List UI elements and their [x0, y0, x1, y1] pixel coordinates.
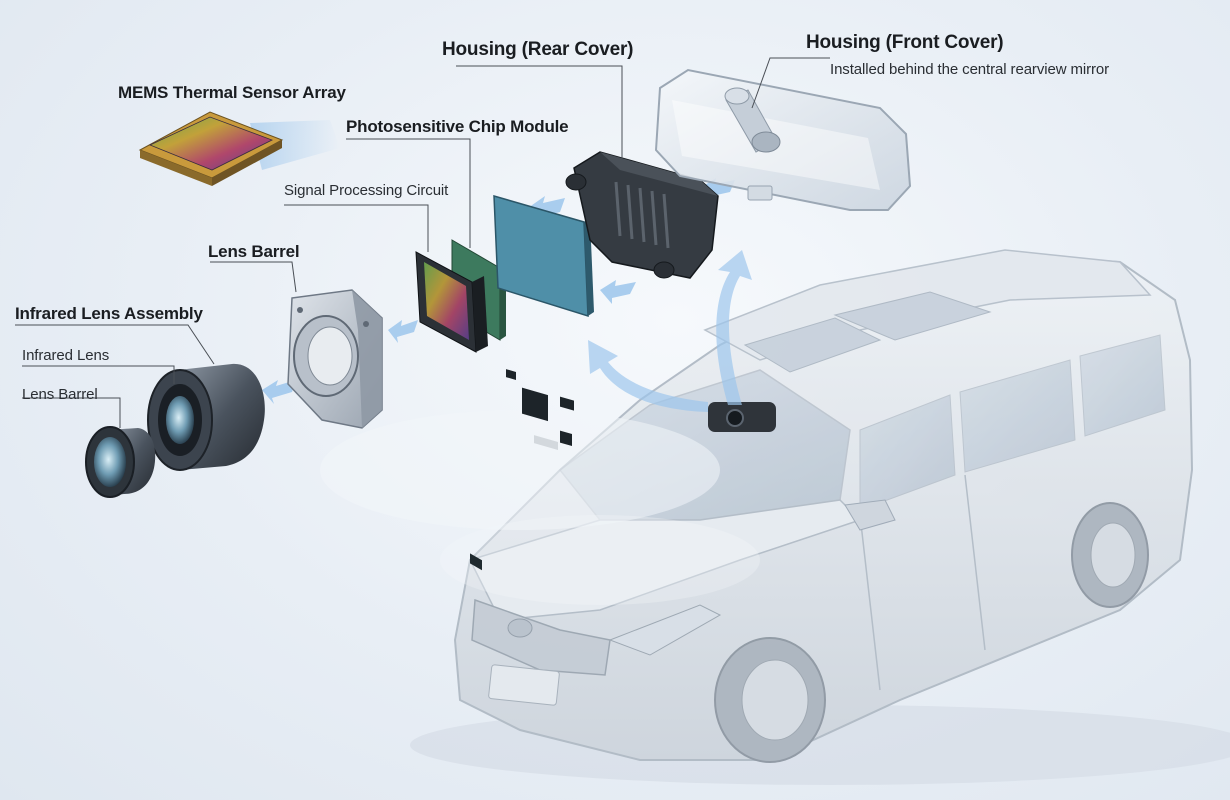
label-housing-front-note: Installed behind the central rearview mi…	[830, 61, 1110, 78]
van-front-wheel	[714, 637, 826, 763]
front-cover-mount-stem	[724, 87, 781, 153]
leader-lens-barrel-main	[210, 261, 297, 293]
mems-thermal-sensor-array-part	[138, 111, 340, 186]
minivan-illustration	[320, 249, 1230, 785]
van-mirror	[844, 499, 896, 531]
label-lens-barrel-sub: Lens Barrel	[22, 386, 98, 403]
label-housing-front-cover: Housing (Front Cover)	[806, 32, 1004, 53]
infrared-lens-cylinder	[147, 363, 265, 471]
label-infrared-lens-assembly: Infrared Lens Assembly	[15, 304, 203, 323]
sunroof-front	[743, 317, 882, 373]
arrow-board-lower	[600, 280, 636, 304]
sunroof-rear	[833, 291, 992, 341]
van-rear-wheel	[1071, 502, 1149, 608]
leader-photosensitive-chip	[346, 138, 471, 248]
leader-lens-barrel-sub	[22, 397, 121, 428]
heatsink-fins	[614, 181, 670, 249]
leader-housing-rear	[456, 65, 623, 160]
van-plate	[488, 664, 560, 706]
photosensitive-chip-module-part	[415, 239, 506, 571]
lens-barrel-part	[287, 289, 383, 429]
housing-rear-cover-part	[565, 151, 719, 279]
label-mems-thermal-sensor-array: MEMS Thermal Sensor Array	[118, 83, 346, 102]
mems-chip	[138, 111, 284, 186]
lens-element-small	[85, 426, 156, 498]
van-headlight	[608, 604, 722, 656]
van-grille	[471, 598, 611, 676]
van-door-line	[859, 474, 986, 691]
arrow-lens-to-barrel	[262, 380, 296, 404]
leader-ir-assembly	[15, 324, 215, 365]
arrow-camera-up-left	[588, 340, 708, 412]
signal-processing-board-part	[493, 194, 594, 451]
leader-infrared-lens	[22, 365, 175, 384]
image-sensor-chip	[415, 251, 488, 353]
van-side-window-mid	[959, 359, 1076, 473]
arrow-camera-up	[716, 250, 752, 405]
label-photosensitive-chip-module: Photosensitive Chip Module	[346, 117, 569, 136]
leader-signal-processing	[284, 204, 429, 252]
infrared-lens-assembly-part	[85, 363, 265, 498]
label-housing-rear-cover: Housing (Rear Cover)	[442, 39, 634, 60]
van-side-window-rear	[1079, 334, 1166, 437]
leader-lines	[15, 57, 830, 428]
label-infrared-lens: Infrared Lens	[22, 347, 110, 364]
installed-camera-module	[708, 402, 776, 432]
van-badge	[507, 618, 533, 638]
label-lens-barrel: Lens Barrel	[208, 242, 300, 261]
leader-housing-front	[751, 57, 830, 109]
arrow-barrel-to-sensor	[388, 320, 418, 343]
van-side-window-front	[859, 394, 956, 511]
label-signal-processing-circuit: Signal Processing Circuit	[284, 182, 449, 199]
housing-front-cover-part	[654, 68, 912, 211]
